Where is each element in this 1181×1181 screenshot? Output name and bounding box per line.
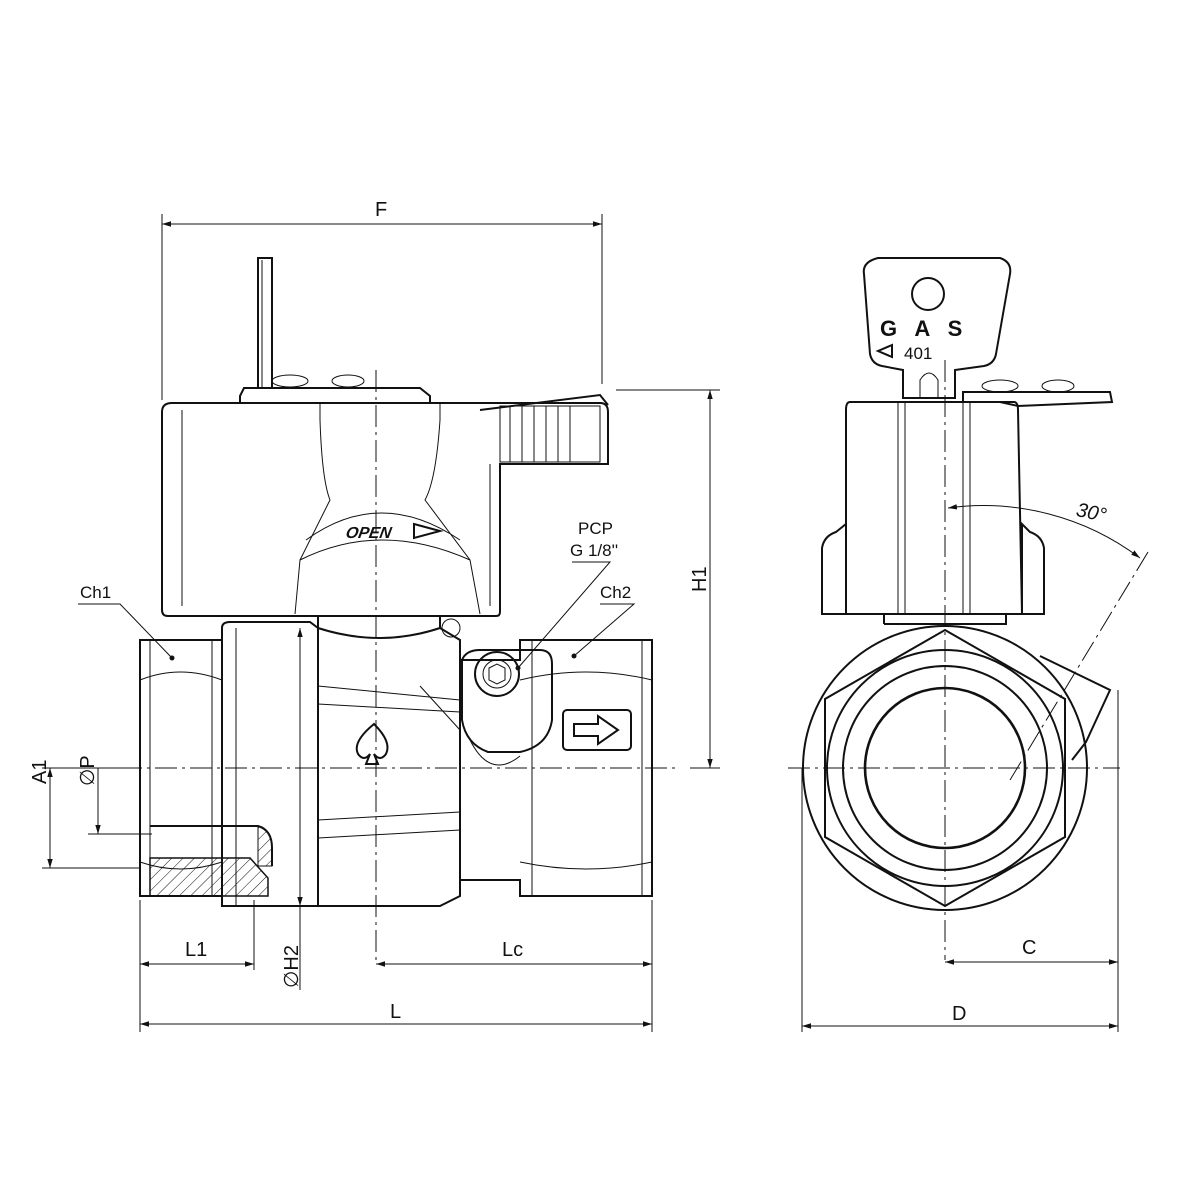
- dim-label-a1: A1: [29, 760, 51, 784]
- dim-label-lc: Lc: [502, 939, 523, 961]
- angle-line: [1009, 551, 1149, 781]
- side-view: G A S 401 30°: [788, 257, 1149, 960]
- dim-label-f: F: [375, 199, 387, 221]
- callout-pcp-thread: G 1/8'': [570, 541, 618, 560]
- key-triangle-icon: [875, 343, 893, 359]
- open-arrow-icon: [413, 522, 444, 540]
- front-view: OPEN: [78, 257, 680, 960]
- key-gas-label: G A S: [880, 316, 968, 341]
- ch1-leader: [78, 603, 173, 659]
- lock-housing: [161, 257, 609, 617]
- key-number-label: 401: [904, 344, 932, 363]
- ball-marker-icon: [355, 722, 389, 765]
- pcp-leader: [517, 561, 612, 669]
- angle-label: 30°: [1074, 499, 1108, 527]
- dim-label-h2: ∅H2: [281, 945, 303, 988]
- pcp-port: [461, 649, 553, 766]
- callout-ch2: Ch2: [600, 583, 631, 602]
- dim-label-d: D: [952, 1003, 966, 1025]
- dim-label-l1: L1: [185, 939, 207, 961]
- dim-label-c: C: [1022, 937, 1036, 959]
- dimension-lines: [42, 214, 1119, 1032]
- callout-ch1: Ch1: [80, 583, 111, 602]
- dim-label-h1: H1: [689, 566, 711, 592]
- gas-key: [862, 257, 1012, 399]
- callout-pcp: PCP: [578, 519, 613, 538]
- open-label: OPEN: [344, 524, 393, 542]
- section-hatch: [149, 825, 273, 897]
- ch2-leader: [573, 603, 636, 657]
- dim-label-l: L: [390, 1001, 401, 1023]
- dim-label-p: ∅P: [77, 755, 99, 786]
- flow-arrow-icon: [562, 709, 632, 751]
- angle-arc: [947, 504, 1141, 559]
